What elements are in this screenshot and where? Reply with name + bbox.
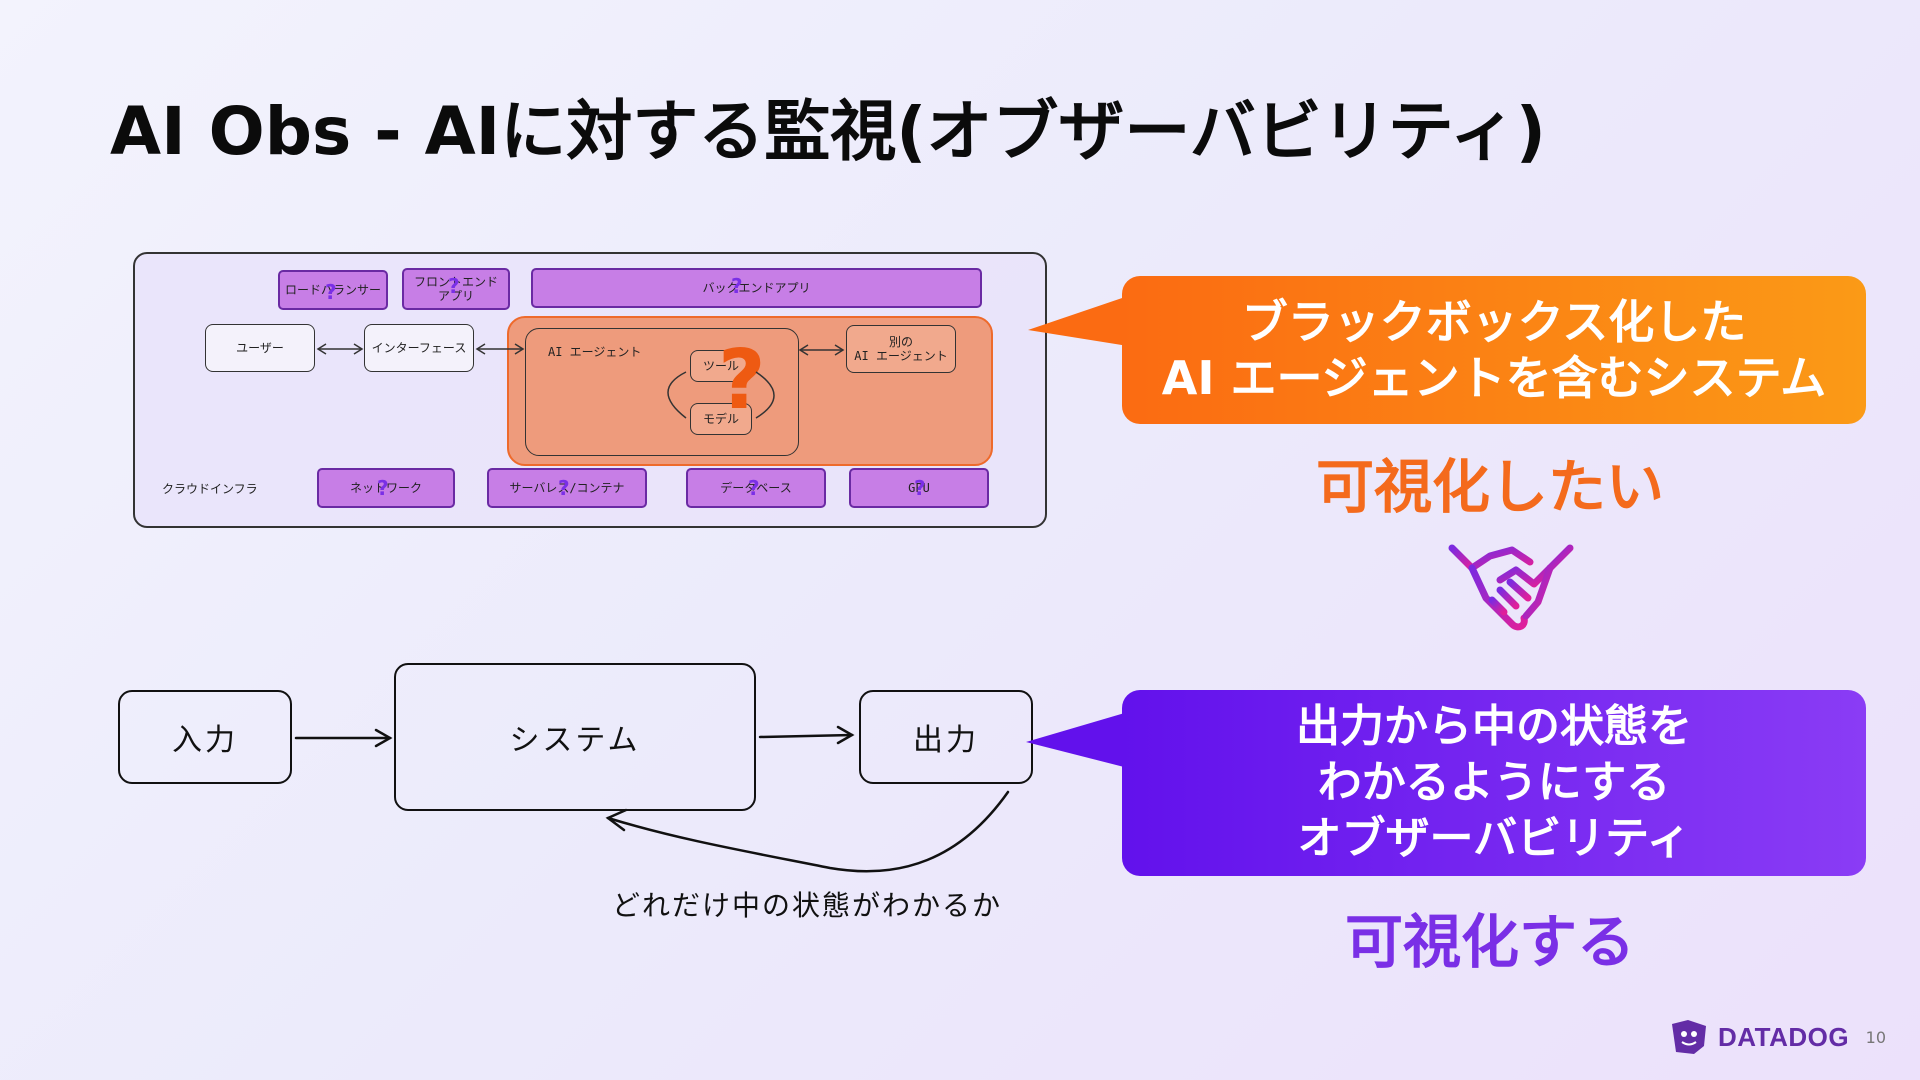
observability-callout-line-2: わかるようにする [1317, 757, 1671, 808]
handshake-icon [1448, 544, 1574, 631]
input-label: 入力 [172, 723, 238, 758]
system-label: システム [509, 723, 641, 758]
serverless-label: サーバレス/コンテナ [509, 481, 625, 495]
orange-callout-pointer [1028, 296, 1128, 346]
backend-label: バックエンドアプリ [702, 281, 811, 295]
tool-model-cycle-right [755, 371, 775, 419]
purple-callout-pointer [1026, 712, 1128, 768]
output-box: 出力 [859, 690, 1033, 784]
user-label: ユーザー [236, 341, 284, 355]
output-label: 出力 [913, 723, 979, 758]
tool-label: ツール [702, 359, 739, 373]
slide-title: AI Obs - AIに対する監視(オブザーバビリティ) [110, 93, 1546, 170]
frontend-label: フロントエンド アプリ [413, 275, 498, 303]
question-mark-serverless: ? [558, 476, 570, 500]
observability-callout-line-3: オブザーバビリティ [1297, 813, 1691, 864]
database-box: データベース [686, 468, 826, 508]
datadog-logo-text: DATADOG [1718, 1021, 1850, 1052]
gpu-box: GPU [849, 468, 989, 508]
visualize-text: 可視化する [1345, 908, 1636, 976]
network-box: ネットワーク [317, 468, 455, 508]
tool-model-cycle-left [667, 371, 687, 419]
question-mark-gpu: ? [914, 476, 926, 500]
input-box: 入力 [118, 690, 292, 784]
feedback-arrow [606, 790, 1010, 873]
blackbox-callout-line-1: ブラックボックス化した [1241, 295, 1747, 349]
user-box: ユーザー [205, 324, 315, 372]
other-agent-label: 別の AI エージェント [854, 335, 948, 363]
cloud-infra-label: クラウドインフラ [162, 482, 258, 496]
load-balancer-box: ロードバランサー [278, 270, 388, 310]
database-label: データベース [720, 481, 792, 495]
observability-callout-line-1: 出力から中の状態を [1296, 701, 1692, 752]
model-label: モデル [702, 412, 739, 426]
backend-box: バックエンドアプリ [531, 268, 982, 308]
datadog-dog-icon [1672, 1020, 1706, 1054]
interface-box: インターフェース [364, 324, 474, 372]
system-box: システム [394, 663, 756, 811]
load-balancer-label: ロードバランサー [284, 283, 381, 297]
blackbox-callout-line-2: AI エージェントを含むシステム [1161, 351, 1827, 405]
system-output-arrow [758, 733, 854, 739]
question-mark-frontend: ? [448, 274, 460, 298]
question-mark-backend: ? [731, 274, 743, 298]
blackbox-callout: ブラックボックス化した AI エージェントを含むシステム [1122, 276, 1866, 424]
page-number: 10 [1865, 1028, 1886, 1047]
gpu-label: GPU [908, 481, 930, 495]
ai-agent-label: AI エージェント [548, 345, 642, 359]
question-mark-agent: ? [718, 333, 766, 428]
tool-box: ツール [690, 350, 752, 382]
feedback-label: どれだけ中の状態がわかるか [612, 889, 1003, 922]
observability-callout: 出力から中の状態を わかるようにする オブザーバビリティ [1122, 690, 1866, 876]
question-mark-database: ? [748, 476, 760, 500]
question-mark-lb: ? [325, 280, 337, 304]
want-visualize-text: 可視化したい [1316, 453, 1665, 521]
frontend-box: フロントエンド アプリ [402, 268, 510, 310]
datadog-logo: DATADOG [1668, 1016, 1849, 1058]
network-label: ネットワーク [349, 481, 422, 495]
question-mark-network: ? [377, 476, 389, 500]
model-box: モデル [690, 403, 752, 435]
interface-label: インターフェース [371, 341, 467, 355]
ai-agent-box [525, 328, 799, 456]
other-agent-box: 別の AI エージェント [846, 325, 956, 373]
serverless-box: サーバレス/コンテナ [487, 468, 647, 508]
